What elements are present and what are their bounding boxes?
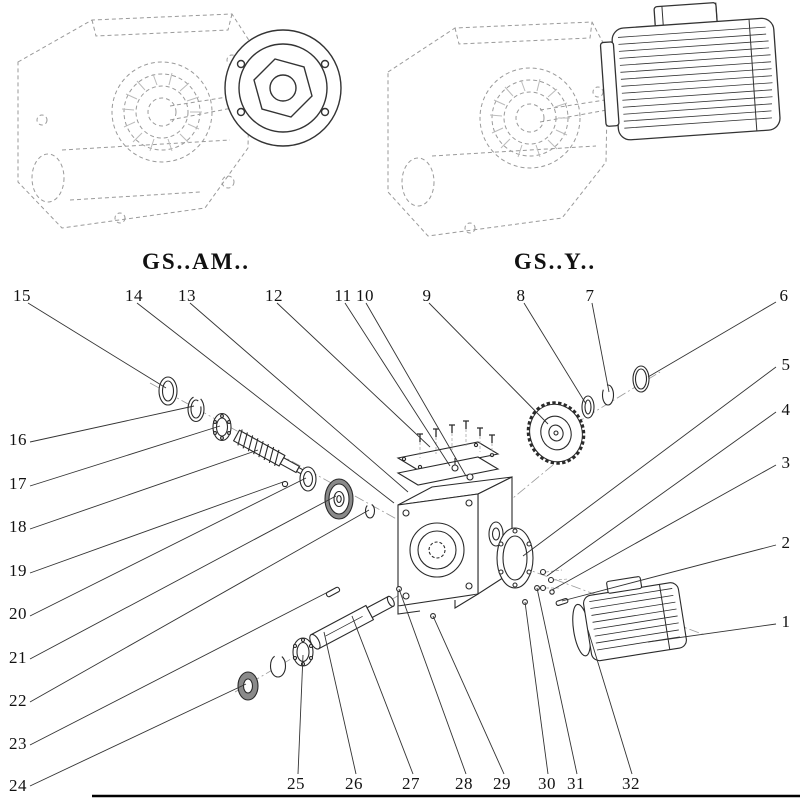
- callout-17: 17: [9, 474, 27, 493]
- leader-lines: [27, 301, 777, 787]
- callout-10: 10: [356, 286, 374, 305]
- vent-plug-part-11: [451, 458, 459, 472]
- callout-9: 9: [422, 286, 432, 305]
- callout-5: 5: [781, 355, 791, 374]
- figure-label-gs-y: GS..Y..: [513, 249, 597, 274]
- seal-ring-part-6: [632, 365, 650, 393]
- cover-bolts-part-12: [417, 420, 495, 458]
- callout-31: 31: [567, 774, 585, 793]
- circlip-part-16: [187, 395, 205, 423]
- callout-21: 21: [9, 648, 27, 667]
- callout-28: 28: [455, 774, 473, 793]
- worm-gear-part-21: [324, 478, 354, 520]
- callout-15: 15: [13, 286, 31, 305]
- gear-housing-body: [397, 476, 513, 615]
- plug-part-10: [466, 473, 474, 481]
- figure-label-gs-am: GS..AM..: [142, 249, 250, 274]
- oil-seal-part-15: [158, 376, 178, 406]
- callout-2: 2: [781, 533, 791, 552]
- figure-gearbox-motor-drawing: [387, 21, 619, 237]
- bearing-part-25: [292, 637, 314, 667]
- callout-24: 24: [9, 776, 27, 795]
- callout-6: 6: [779, 286, 789, 305]
- callout-26: 26: [345, 774, 363, 793]
- callout-13: 13: [178, 286, 196, 305]
- exploded-parts: [158, 365, 687, 701]
- bearing-part-17: [212, 412, 232, 442]
- callout-27: 27: [402, 774, 420, 793]
- key-pin-part-19: [281, 480, 289, 488]
- washer-part-8: [581, 395, 595, 419]
- seal-washer-part-24: [237, 671, 259, 701]
- callout-20: 20: [9, 604, 27, 623]
- callout-4: 4: [781, 400, 791, 419]
- bearing-part-20: [299, 466, 317, 492]
- flange-bolts-part-4: [539, 568, 569, 592]
- adapter-flange-part-5: [496, 527, 534, 589]
- output-shaft-part-27: [309, 595, 395, 650]
- callout-12: 12: [265, 286, 283, 305]
- callout-30: 30: [538, 774, 556, 793]
- callout-8: 8: [516, 286, 526, 305]
- callout-29: 29: [493, 774, 511, 793]
- callout-22: 22: [9, 691, 27, 710]
- figure-gearbox-flange-drawing: [17, 13, 254, 229]
- motor-hatch-ring-right: [489, 78, 570, 158]
- callout-19: 19: [9, 561, 27, 580]
- callout-7: 7: [585, 286, 595, 305]
- circlip-part-22: [364, 503, 376, 519]
- callout-14: 14: [125, 286, 143, 305]
- callout-16: 16: [9, 430, 27, 449]
- flange-hatch-ring: [121, 72, 202, 152]
- bolt-part-3: [549, 589, 555, 595]
- electric-motor-top-figure: [599, 2, 781, 141]
- cover-gasket-part-14: [396, 456, 500, 486]
- callout-18: 18: [9, 517, 27, 536]
- motor-key-part-2: [555, 598, 569, 606]
- callout-25: 25: [287, 774, 305, 793]
- circlip-part-26: [269, 654, 287, 678]
- drive-motor-part-1: [572, 576, 687, 662]
- callout-23: 23: [9, 734, 27, 753]
- callout-32: 32: [622, 774, 640, 793]
- callout-1: 1: [781, 612, 791, 631]
- callout-11: 11: [334, 286, 352, 305]
- callout-3: 3: [781, 453, 791, 472]
- output-flange-front: [224, 29, 342, 147]
